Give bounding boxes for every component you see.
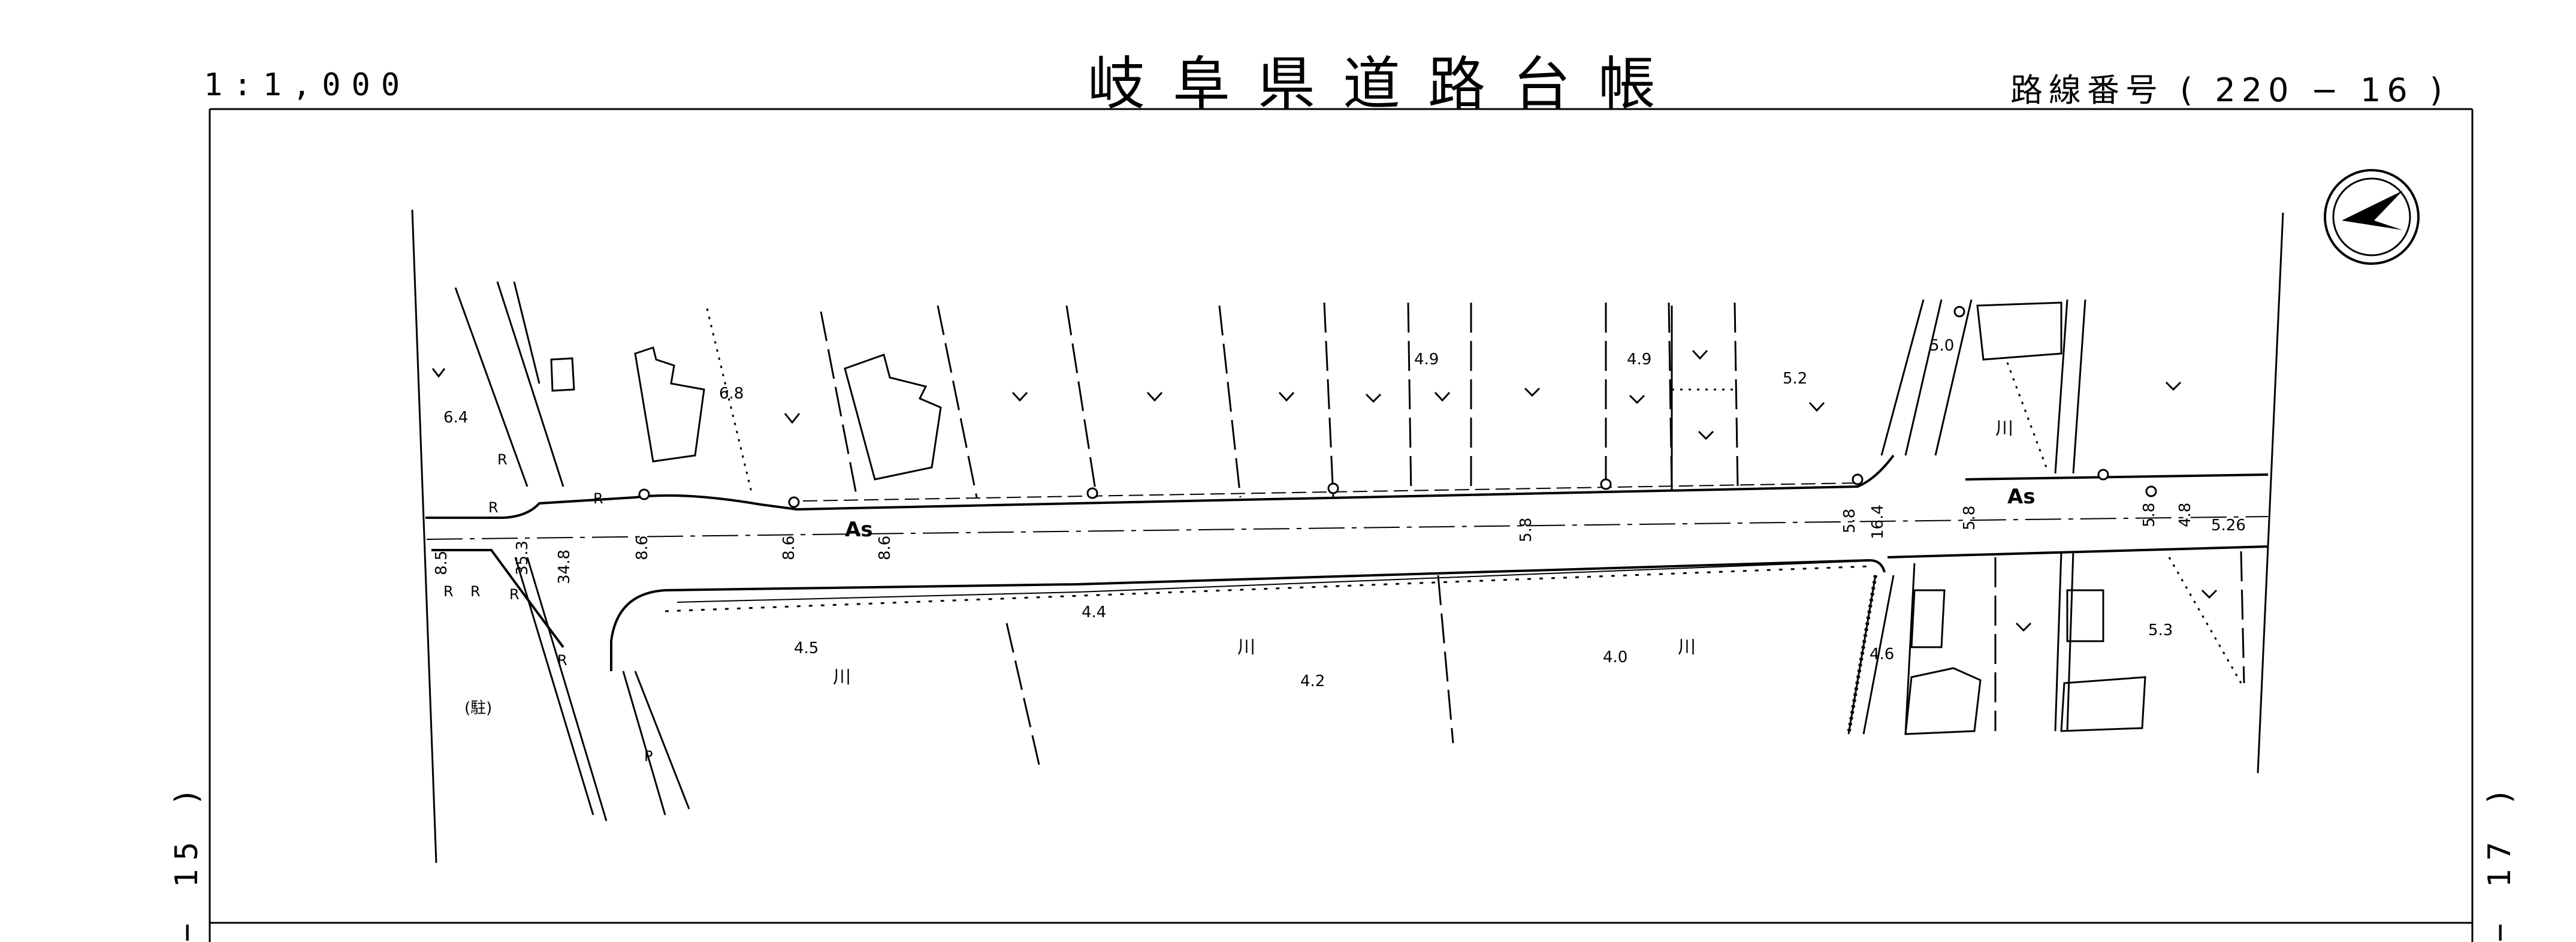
road-symbol: R [497,451,508,468]
road-symbol: R [470,583,481,600]
route-number: 路線番号 ( 220 − 16 ) [2010,71,2448,109]
elevation-label: 5.3 [2148,621,2173,639]
elevation-labels: 6.4 6.8 4.9 4.9 5.2 5.0 4.5 4.4 4.2 4.0 … [443,337,2173,690]
map-scale: 1:1,000 [204,67,411,103]
pavement-label: As [2007,485,2036,509]
width-labels: 8.5 35.3 34.8 8.6 8.6 8.6 5.8 5.8 16.4 5… [433,503,2246,584]
parking-label: (駐) [464,699,492,717]
road-symbol: R [443,583,454,600]
land-use-mark: 川 [1237,637,1255,658]
width-label: 5.8 [2140,503,2158,527]
width-label: 35.3 [514,541,531,575]
road-symbol: P [644,748,653,765]
road-symbol: R [557,652,567,669]
width-label: 5.8 [1517,518,1535,542]
map-frame [209,108,2474,942]
road-symbols: R R R R R R R P [443,451,653,765]
elevation-label: 4.6 [1870,645,1894,663]
page-title: 岐阜県道路台帳 [1088,50,1683,117]
main-road [425,454,2269,671]
road-symbol: R [509,586,520,603]
land-use-mark: 川 [1995,418,2013,439]
dotted-boundaries [706,308,2242,684]
buildings [550,301,2146,735]
width-label: 8.5 [433,551,451,575]
elevation-label: 4.5 [794,639,819,657]
land-use-mark: 川 [1678,637,1696,658]
north-arrow-icon [2324,169,2420,265]
width-label: 5.8 [1961,506,1979,530]
elevation-label: 4.9 [1627,351,1651,369]
road-symbol: R [488,499,499,516]
elevation-label: 5.0 [1929,337,1954,355]
width-label: 8.6 [633,536,651,560]
width-label: 8.6 [780,536,798,560]
elevation-label: 6.8 [719,385,744,403]
edge-markers [638,306,2157,508]
elevation-label: 6.4 [443,409,468,427]
elevation-label: 5.2 [1783,370,1807,388]
width-label: 5.8 [1841,509,1859,533]
elevation-label: 4.2 [1300,672,1325,690]
width-label: 4.8 [2176,503,2194,527]
width-label: 16.4 [1869,505,1887,539]
elevation-label: 4.4 [1082,603,1106,621]
side-roads [454,281,2086,822]
width-label: 8.6 [876,536,894,560]
elevation-label: 4.9 [1414,351,1439,369]
map-limits [411,209,2284,864]
land-use-mark: 川 [833,667,851,688]
elevation-label: 4.0 [1603,648,1627,666]
field-symbols [431,306,2218,632]
land-use-marks: 川 川 川 川 [833,418,2013,688]
width-label: 34.8 [555,550,573,584]
pavement-labels: As As [845,485,2036,542]
pavement-label: As [845,518,873,542]
road-symbol: R [593,490,603,507]
width-label: 5.26 [2211,517,2246,535]
